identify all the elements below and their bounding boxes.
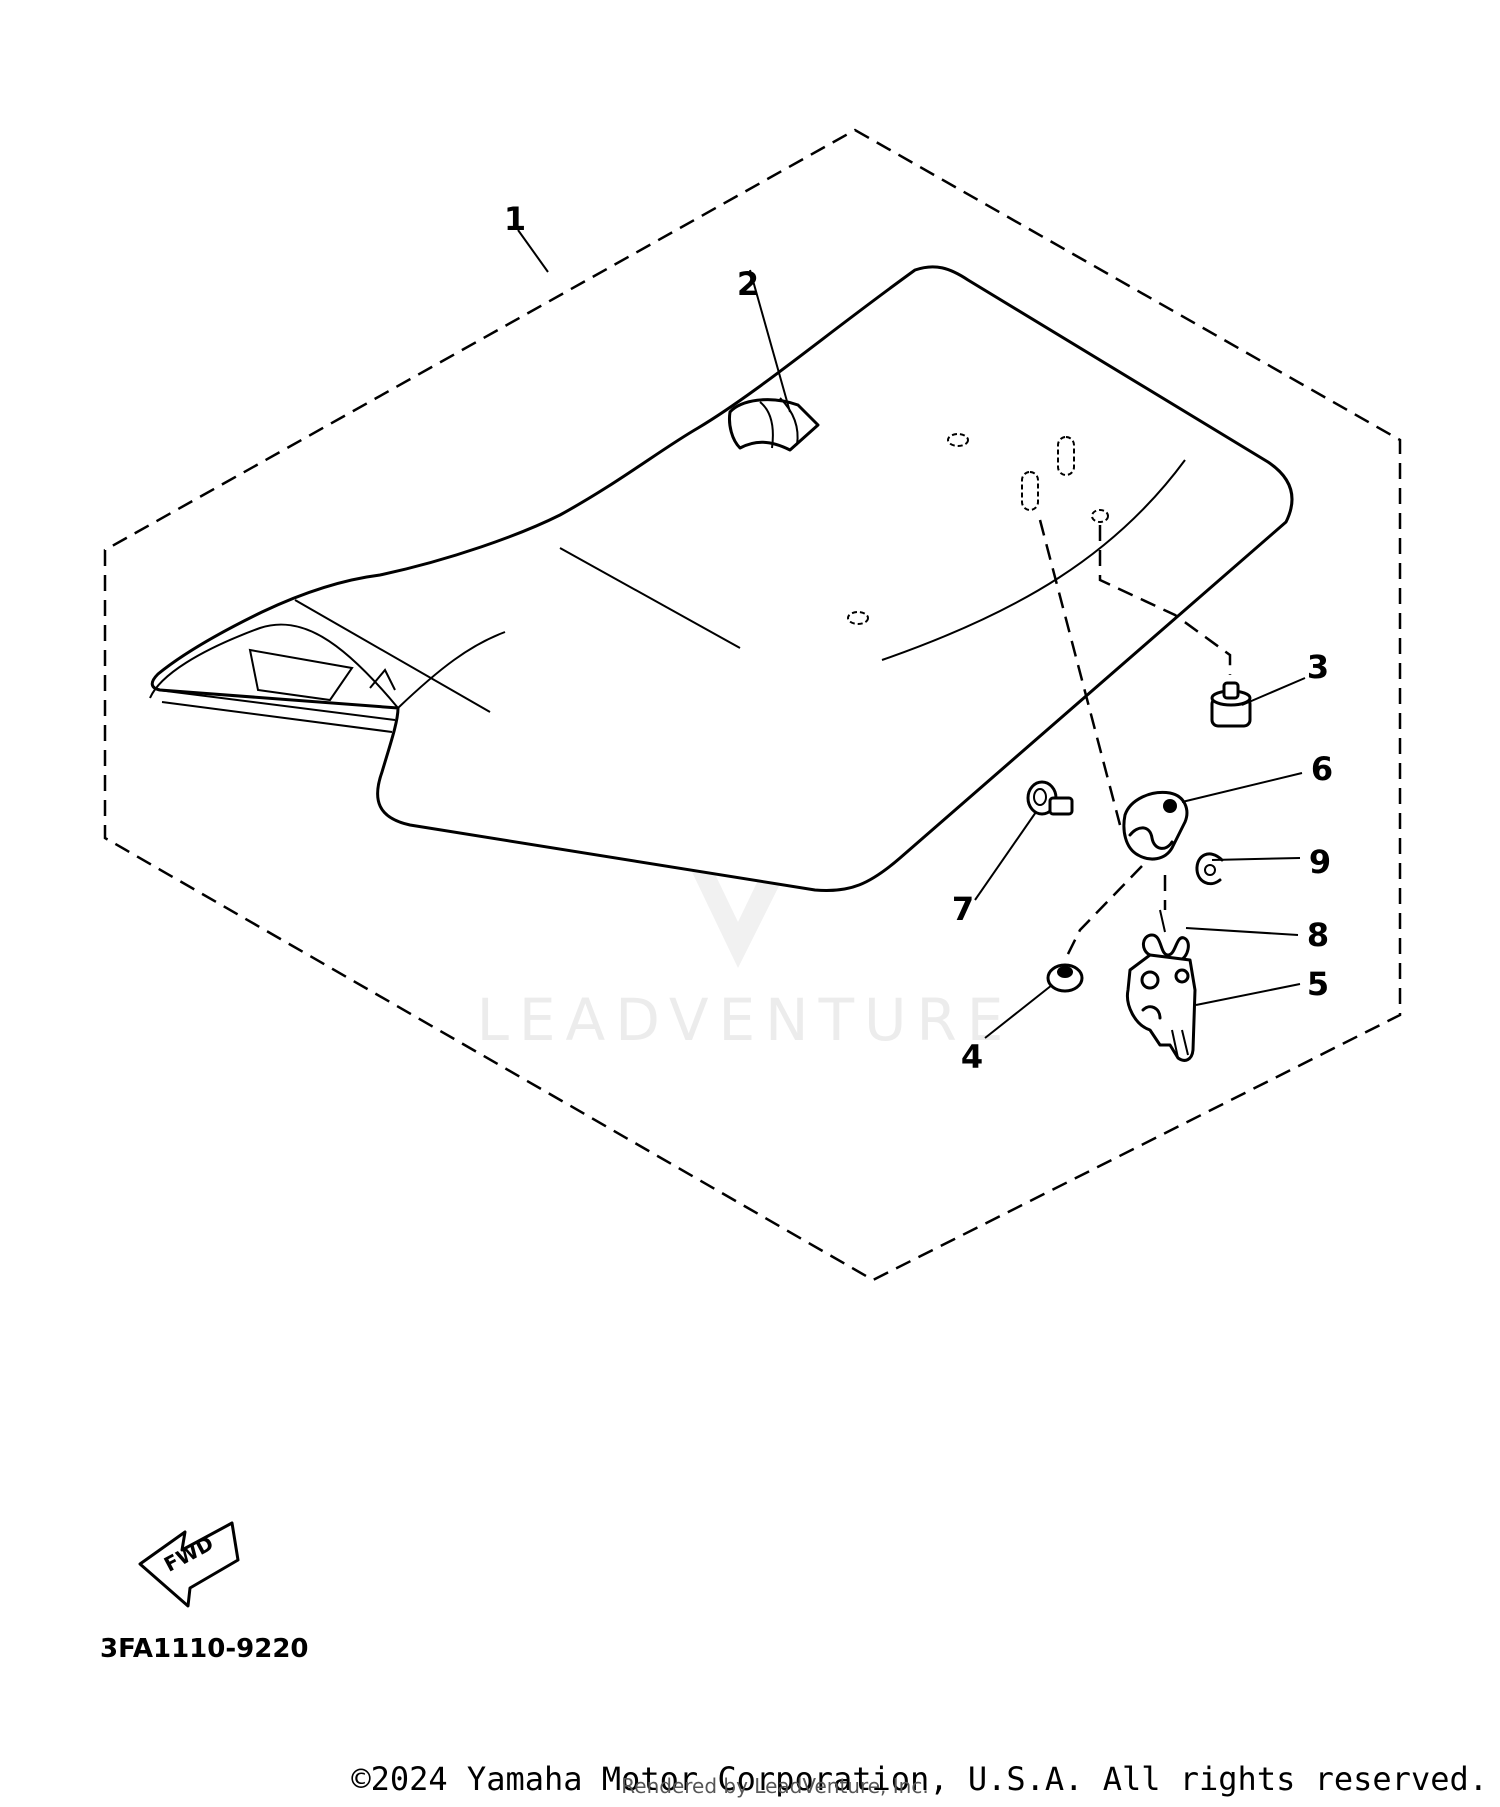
part-8-spring [1142,909,1190,962]
leadventure-watermark: LEADVENTURE [477,772,1014,1054]
callout-3: 3 [1307,648,1329,686]
watermark-text: LEADVENTURE [477,986,1014,1054]
callout-5: 5 [1307,965,1329,1003]
callout-7: 7 [952,890,974,928]
part-9-clip [1195,852,1224,886]
part-6-lever [1122,790,1189,861]
part-7-bolt [1026,780,1074,816]
part-4-grommet [1046,963,1084,993]
assembly-lines [1038,519,1232,961]
callout-8: 8 [1307,916,1329,954]
callout-labels: 1 2 3 4 5 6 7 8 9 [504,200,1333,1076]
part-5-seat-lock-hook [1125,953,1197,1062]
rendered-by-notice: Rendered by LeadVenture, Inc. [621,1774,928,1798]
copyright-notice: ©2024 Yamaha Motor Corporation, U.S.A. A… [351,1760,1488,1798]
callout-1: 1 [504,200,526,238]
leader-lines [517,229,1306,1039]
fwd-arrow-icon: FWD [138,1521,240,1608]
callout-6: 6 [1311,750,1333,788]
assembly-boundary [103,128,1402,1282]
seat-drawing [149,265,1294,893]
callout-9: 9 [1309,843,1331,881]
callout-2: 2 [737,265,759,303]
callout-4: 4 [961,1038,983,1076]
part-3-rubber-damper [1210,681,1252,728]
diagram-code: 3FA1110-9220 [100,1634,309,1664]
